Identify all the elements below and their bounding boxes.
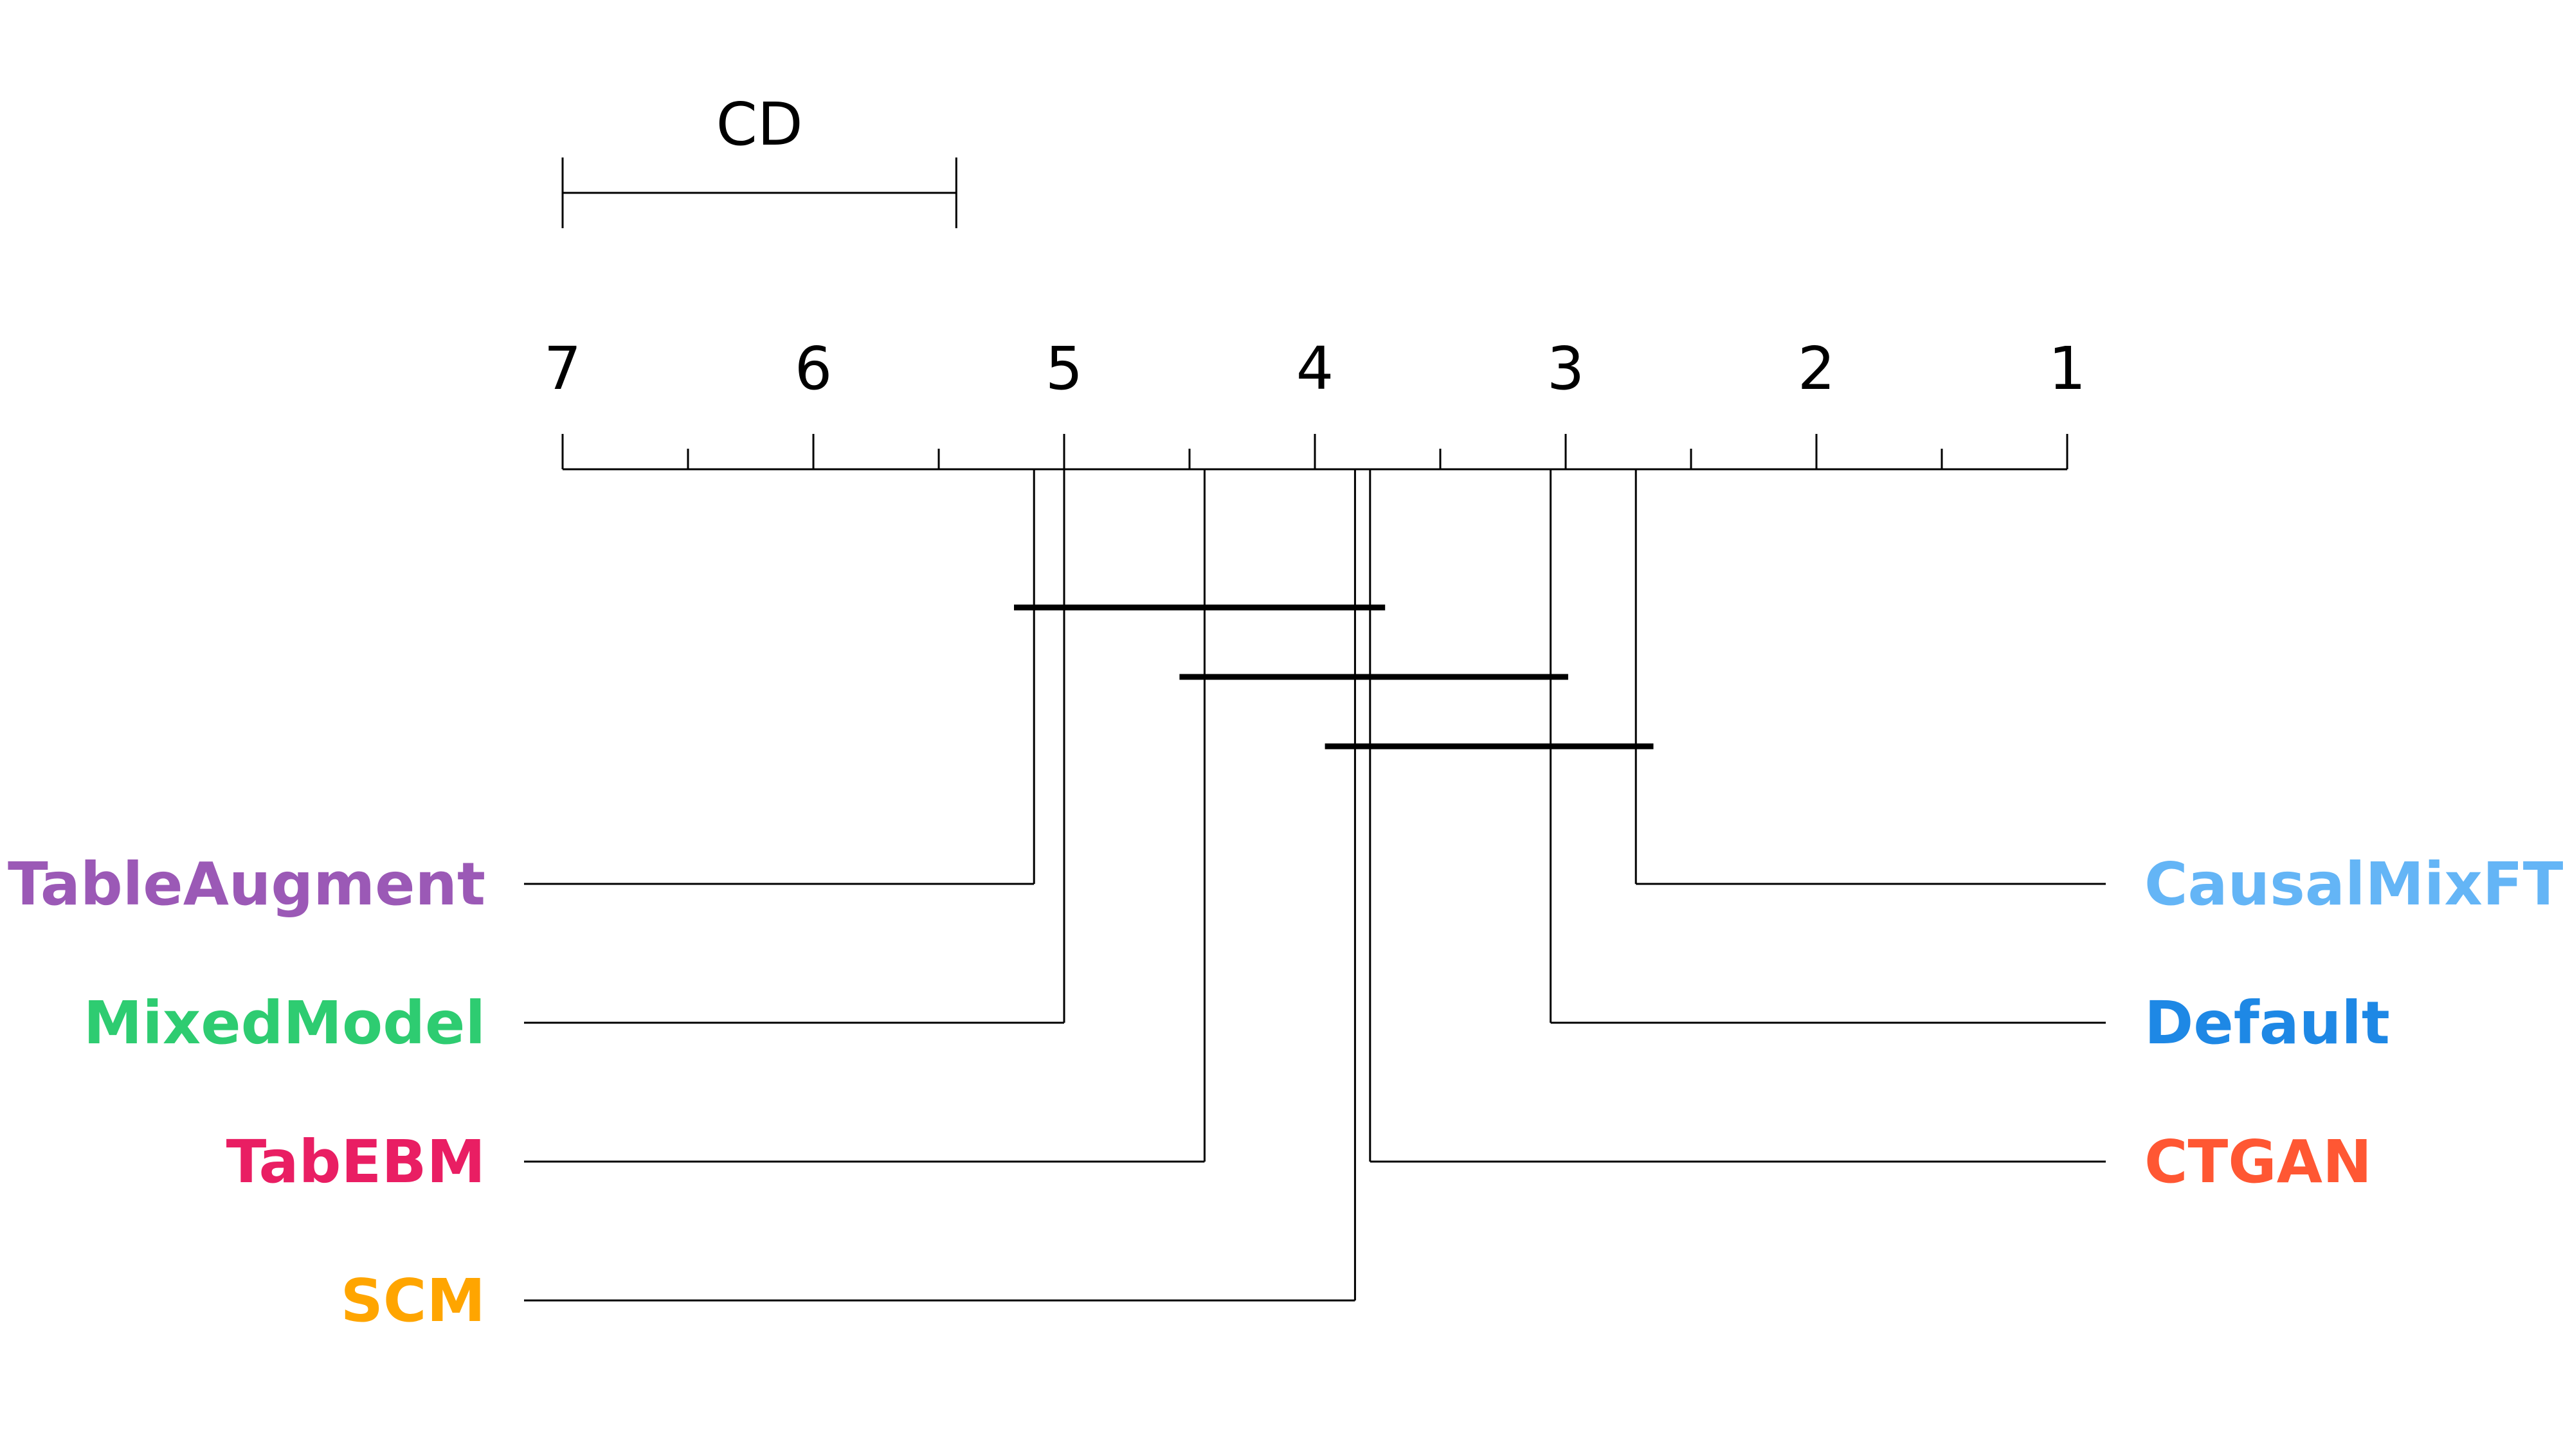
tick-label: 4: [1296, 334, 1334, 403]
tick-label: 3: [1547, 334, 1585, 403]
tick-label: 7: [544, 334, 582, 403]
method-label: MixedModel: [84, 989, 485, 1057]
rank-axis: 7 6 5 4 3 2 1: [544, 334, 2086, 471]
tick-label: 6: [795, 334, 833, 403]
cd-scale: CD: [561, 90, 957, 228]
method-scm: SCM: [341, 469, 1356, 1335]
method-mixedmodel: MixedModel: [84, 469, 1065, 1057]
method-label: Default: [2144, 989, 2390, 1057]
method-causalmixft: CausalMixFT: [1634, 469, 2564, 919]
method-label: SCM: [341, 1266, 485, 1335]
method-ctgan: CTGAN: [1369, 469, 2372, 1196]
tick-label: 2: [1798, 334, 1836, 403]
method-label: CausalMixFT: [2144, 850, 2564, 919]
clique-bars: [1014, 604, 1654, 750]
method-label: CTGAN: [2144, 1128, 2372, 1196]
method-tabebm: TabEBM: [226, 469, 1206, 1196]
method-tableaugment: TableAugment: [8, 469, 1035, 919]
method-label: TabEBM: [226, 1128, 485, 1196]
method-label: TableAugment: [8, 850, 485, 919]
tick-label: 5: [1045, 334, 1083, 403]
cd-label: CD: [716, 90, 803, 159]
tick-label: 1: [2049, 334, 2086, 403]
method-default: Default: [1550, 469, 2390, 1057]
